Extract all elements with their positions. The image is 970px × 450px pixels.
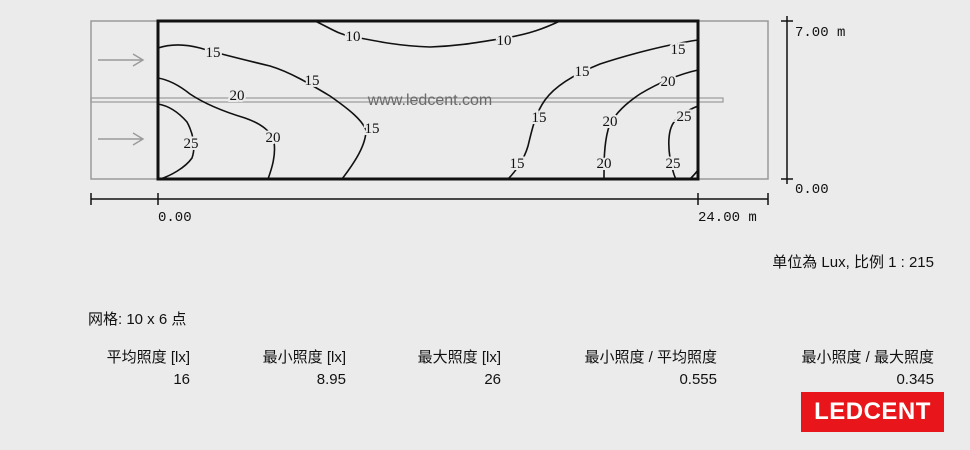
grid-note: 网格: 10 x 6 点 [88, 311, 187, 328]
stat-min-avg-ratio: 最小照度 / 平均照度 0.555 [584, 347, 717, 391]
contour-25-right [668, 105, 699, 180]
contour-label: 15 [575, 64, 590, 80]
contour-label: 20 [597, 156, 612, 172]
arrow-icon [98, 132, 145, 146]
ledcent-logo: LEDCENT [801, 392, 944, 432]
contour-label: 20 [266, 130, 281, 146]
stat-label: 最小照度 / 平均照度 [584, 349, 717, 366]
y-axis-end-label: 7.00 m [795, 25, 845, 41]
contour-10 [314, 20, 561, 48]
contour-label: 15 [305, 73, 320, 89]
contour-label: 25 [184, 136, 199, 152]
contour-label: 20 [603, 114, 618, 130]
contour-label: 15 [206, 45, 221, 61]
contour-label-group: 10 10 15 15 15 15 15 15 20 20 20 20 20 2… [182, 27, 694, 174]
contour-label: 15 [671, 42, 686, 58]
contour-label: 10 [497, 33, 512, 49]
contour-label: 25 [677, 109, 692, 125]
stat-value: 16 [173, 371, 190, 388]
stat-label: 最小照度 / 最大照度 [801, 349, 934, 366]
contour-label: 15 [365, 121, 380, 137]
arrow-icon [98, 53, 145, 67]
contour-15-right [507, 39, 699, 180]
y-axis-start-label: 0.00 [795, 182, 829, 198]
watermark: www.ledcent.com [367, 92, 493, 109]
room-outline [156, 19, 700, 181]
x-axis-start-label: 0.00 [158, 210, 192, 226]
x-axis-end-label: 24.00 m [698, 210, 757, 226]
stat-label: 平均照度 [lx] [106, 349, 190, 366]
contour-label: 15 [532, 110, 547, 126]
unit-scale-note: 单位為 Lux, 比例 1 : 215 [772, 254, 934, 271]
contour-label: 25 [666, 156, 681, 172]
contour-label: 15 [510, 156, 525, 172]
stat-value: 26 [484, 371, 501, 388]
stat-min-max-ratio: 最小照度 / 最大照度 0.345 [801, 347, 934, 391]
stat-value: 8.95 [316, 371, 346, 388]
stat-label: 最大照度 [lx] [417, 349, 501, 366]
contour-20-right [603, 69, 699, 180]
illuminance-diagram: www.ledcent.com 10 10 15 15 15 15 15 15 … [90, 16, 845, 226]
stat-label: 最小照度 [lx] [262, 349, 346, 366]
beam-line [90, 97, 724, 103]
stat-min-illuminance: 最小照度 [lx] 8.95 [263, 347, 346, 391]
stat-average-illuminance: 平均照度 [lx] 16 [107, 347, 190, 391]
stat-value: 0.345 [896, 371, 934, 388]
contour-label: 10 [346, 29, 361, 45]
y-dimension-line [781, 16, 793, 184]
contour-label: 20 [230, 88, 245, 104]
contour-15-left [157, 44, 367, 180]
stat-value: 0.555 [679, 371, 717, 388]
x-dimension-line [90, 193, 769, 205]
stat-max-illuminance: 最大照度 [lx] 26 [418, 347, 501, 391]
contour-25-left [157, 103, 195, 180]
contour-20-left [157, 77, 276, 180]
contour-label: 20 [661, 74, 676, 90]
